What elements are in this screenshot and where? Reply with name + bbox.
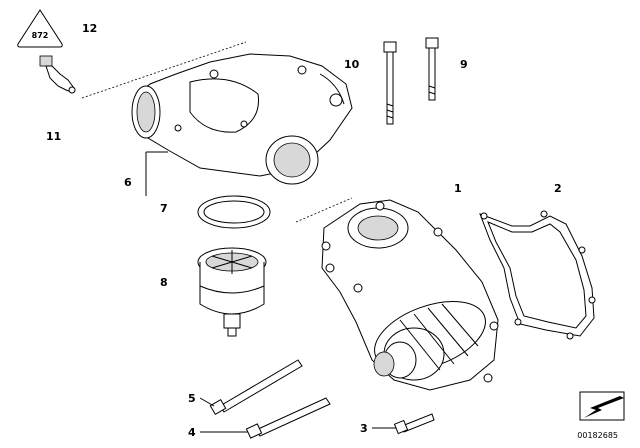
callout-3: 3 (360, 422, 368, 435)
diagram-code: 00182685 (577, 431, 618, 440)
callout-12: 12 (82, 22, 97, 35)
water-pump (321, 199, 499, 391)
direction-arrow-icon (579, 391, 625, 421)
bolt-4 (245, 397, 331, 439)
bolt-10 (383, 41, 397, 125)
bolt-5 (209, 359, 303, 416)
callout-1: 1 (454, 182, 462, 195)
warning-triangle-icon: 872 (17, 9, 63, 48)
gasket (479, 210, 596, 340)
warning-label: 872 (32, 31, 49, 40)
callout-4: 4 (188, 426, 196, 439)
bolt-3 (393, 413, 435, 435)
temperature-sensor (39, 55, 76, 94)
leader-lines (145, 151, 396, 433)
thermostat-housing (131, 53, 353, 185)
callout-6: 6 (124, 176, 132, 189)
bolt-9 (425, 37, 439, 101)
callout-10: 10 (344, 58, 360, 71)
leader-dash (81, 41, 247, 99)
seal-ring (197, 195, 271, 229)
callout-8: 8 (160, 276, 168, 289)
callout-5: 5 (188, 392, 196, 405)
callout-2: 2 (554, 182, 562, 195)
callout-7: 7 (160, 202, 168, 215)
callout-9: 9 (460, 58, 468, 71)
callout-11: 11 (46, 130, 61, 143)
thermostat (197, 247, 267, 337)
